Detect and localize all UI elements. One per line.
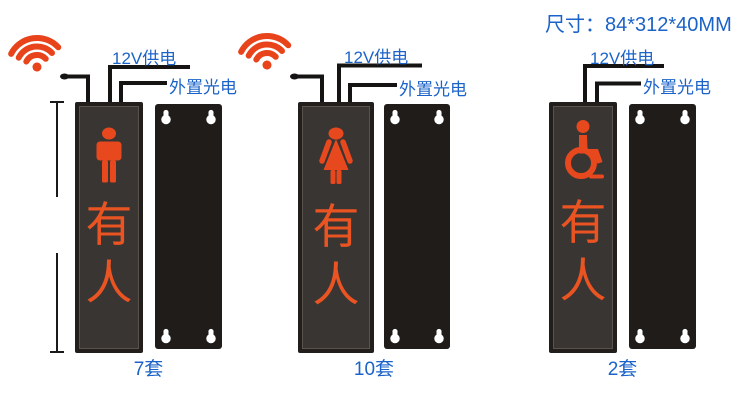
keyhole-icon [161,109,171,125]
mounting-plate [155,104,222,349]
occupied-status-text: 有 人 [559,198,607,308]
photocell-wire [595,81,641,105]
keyhole-icon [390,109,400,125]
accessible-icon [565,120,604,179]
male-icon [96,127,122,183]
occupancy-sign-female: 有 人 [298,102,374,353]
power-wire [583,64,664,105]
height-dimension-line [50,101,64,353]
keyhole-icon [680,109,690,125]
sign-face: 有 人 [302,106,370,349]
keyhole-icon [434,328,444,344]
quantity-caption: 10套 [353,359,395,380]
antenna-wire [60,73,90,105]
mounting-plate [384,104,450,349]
keyhole-icon [680,328,690,344]
keyhole-icon [161,328,171,344]
keyhole-icon [390,328,400,344]
wifi-icon [238,33,292,70]
photocell-wire [119,81,167,105]
power-label: 12V供电 [112,49,177,68]
wifi-icon [8,35,62,72]
quantity-caption: 2套 [607,359,638,380]
keyhole-icon [434,109,444,125]
power-wire [337,63,422,105]
photocell-wire [348,83,397,105]
power-label: 12V供电 [590,49,655,68]
keyhole-icon [635,109,645,125]
quantity-caption: 7套 [133,359,164,380]
occupied-status-text: 有 人 [312,202,360,312]
keyhole-icon [206,109,216,125]
photocell-label: 外置光电 [643,78,711,97]
photocell-label: 外置光电 [169,78,237,97]
sign-face: 有 人 [79,106,139,349]
power-label: 12V供电 [344,48,409,67]
female-icon [319,127,353,184]
sign-face: 有 人 [553,106,613,349]
mounting-plate [629,104,696,349]
antenna-wire [290,73,324,105]
keyhole-icon [635,328,645,344]
occupancy-sign-accessible: 有 人 [549,102,617,353]
keyhole-icon [206,328,216,344]
occupied-status-text: 有 人 [85,200,133,310]
power-wire [108,65,190,105]
photocell-label: 外置光电 [399,80,467,99]
size-spec-label: 尺寸：84*312*40MM [545,14,732,36]
occupancy-sign-male: 有 人 [75,102,143,353]
